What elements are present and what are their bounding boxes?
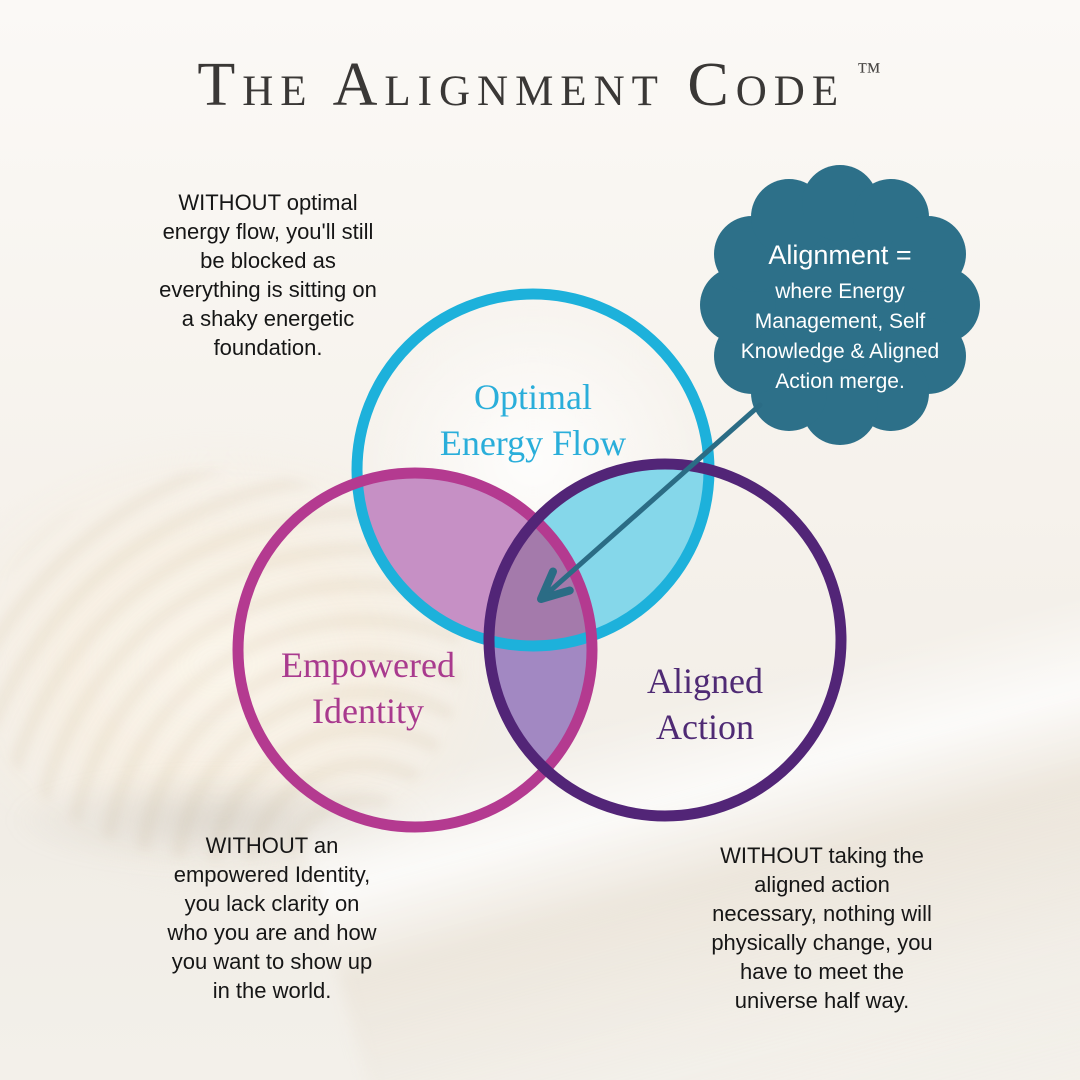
circle-aligned-action	[483, 458, 847, 822]
trademark-symbol: ™	[857, 59, 883, 85]
note-without-identity: WITHOUT an empowered Identity, you lack …	[167, 833, 377, 1003]
label-aligned-action: Aligned Action	[647, 661, 763, 747]
badge-seal	[700, 165, 980, 445]
note-without-action: WITHOUT taking the aligned action necess…	[711, 843, 933, 1013]
arrow	[537, 402, 763, 603]
badge-heading: Alignment =	[768, 240, 912, 270]
note-without-energy-flow: WITHOUT optimal energy flow, you'll stil…	[159, 190, 377, 360]
page-title: The Alignment Code ™	[0, 54, 1080, 116]
label-empowered-identity: Empowered Identity	[281, 645, 455, 731]
label-optimal-energy-flow: Optimal Energy Flow	[439, 377, 627, 463]
badge-body: where Energy Management, Self Knowledge …	[740, 280, 940, 393]
arrow-shaft	[538, 402, 763, 602]
page-title-text: The Alignment Code	[197, 51, 846, 119]
badge-text: Alignment = where Energy Management, Sel…	[720, 238, 960, 397]
arrow-head	[537, 567, 574, 603]
circle-empowered-identity	[232, 467, 598, 833]
